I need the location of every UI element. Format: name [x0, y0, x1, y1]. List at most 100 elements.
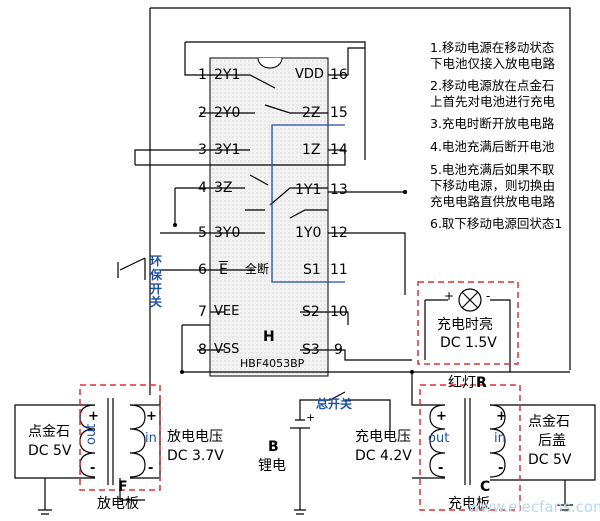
charge-lamp-label-1: 充电时亮	[437, 317, 493, 333]
chip-notch	[257, 57, 283, 69]
discharge-in-label: in	[145, 431, 157, 446]
discharge-board-letter: F	[118, 479, 128, 495]
charge-lamp-label-2: DC 1.5V	[440, 335, 497, 351]
lamp-circle	[458, 288, 482, 312]
note-2-line-2: 上首先对电池进行充电	[430, 94, 556, 109]
charge-board-label: 充电板	[448, 496, 490, 512]
pin-5-num: 5	[198, 225, 207, 241]
right-source-cover: 后盖	[538, 433, 566, 449]
pin-13-name: 1Y1	[295, 182, 322, 198]
battery-plus: +	[306, 411, 316, 424]
right-source-name: 点金石	[528, 414, 570, 430]
note-2-line-1: 2.移动电源放在点金石	[430, 78, 555, 93]
discharge-in-plus: +	[146, 409, 157, 424]
note-4: 4.电池充满后断开电池	[430, 139, 555, 154]
pin-4-name: 3Z	[214, 180, 233, 196]
pin-9-name: S3	[302, 342, 320, 358]
chip-letter: H	[263, 329, 275, 345]
discharge-in-minus: -	[148, 461, 154, 476]
note-6: 6.取下移动电源回状态1	[430, 216, 563, 231]
pin-11-num: 11	[330, 262, 348, 278]
charge-in-minus: -	[498, 461, 504, 476]
wire-pin16	[328, 47, 365, 76]
wire-top-inner	[185, 41, 366, 160]
main-switch-label: 总开关	[316, 397, 353, 411]
charge-out-minus: -	[438, 461, 444, 476]
chip-part-number: HBF4053BP	[240, 357, 305, 370]
blue-trace	[271, 124, 345, 283]
pin-3-num: 3	[198, 142, 207, 158]
pin-15-num: 15	[330, 105, 348, 121]
pin-6-name: E	[219, 262, 228, 278]
red-light-label: 红灯	[448, 375, 476, 391]
note-5-line-3: 充电电路直供放电电路	[430, 194, 556, 209]
pin-6-num: 6	[198, 262, 207, 278]
left-source-voltage: DC 5V	[28, 443, 72, 459]
pin-9-num: 9	[334, 342, 343, 358]
discharge-out-plus: +	[88, 409, 99, 424]
discharge-out-label: out	[84, 423, 99, 445]
wire-lamp	[425, 299, 511, 372]
chip-body	[209, 57, 329, 377]
battery-name: 锂电	[258, 458, 286, 474]
discharge-board-box	[79, 384, 161, 491]
lamp-plus: +	[444, 289, 455, 303]
wire-pin10	[328, 311, 349, 325]
pin-2-num: 2	[198, 105, 207, 121]
note-3: 3.充电时断开放电电路	[430, 116, 555, 131]
wire-pin3	[134, 149, 210, 165]
charge-in-coil	[489, 404, 506, 478]
wire-top-outer	[150, 7, 571, 370]
pin-13-num: 13	[330, 182, 348, 198]
eco-switch-label: 环保开关	[150, 254, 163, 310]
pin-10-num: 10	[330, 304, 348, 320]
pin-4-num: 4	[198, 180, 207, 196]
note-5-line-2: 下移动电源，则切换由	[430, 178, 556, 193]
charge-board-box	[419, 384, 521, 511]
discharge-voltage-2: DC 3.7V	[167, 448, 224, 464]
pin-16-name: VDD	[295, 67, 324, 82]
pin-15-name: 2Z	[302, 105, 321, 121]
pin-12-name: 1Y0	[295, 225, 322, 241]
wire-pin9	[328, 349, 412, 361]
pin-8-num: 8	[198, 342, 207, 358]
battery-letter: B	[268, 439, 279, 455]
battery	[290, 419, 310, 515]
wire-pin14	[135, 149, 346, 166]
wire-pin7	[181, 324, 210, 372]
pin-1-num: 1	[198, 67, 207, 83]
note-1-line-1: 1.移动电源在移动状态	[430, 40, 555, 55]
red-light-letter: R	[476, 375, 487, 391]
charge-lamp-box	[417, 281, 519, 365]
pin-7-name: VEE	[214, 304, 240, 319]
pin-1-name: 2Y1	[214, 67, 241, 83]
right-source-voltage: DC 5V	[528, 452, 572, 468]
charge-out-coil	[429, 404, 446, 478]
pin-11-name: S1	[303, 262, 321, 278]
eco-switch-symbol	[117, 257, 146, 280]
charge-out-plus: +	[436, 409, 447, 424]
charge-in-label: in	[494, 431, 506, 446]
wire-pin12	[328, 232, 406, 295]
watermark: www.elecfans.com	[468, 498, 600, 516]
charge-board-letter: C	[480, 479, 491, 495]
lamp-minus: -	[486, 289, 491, 303]
pin-10-name: S2	[302, 304, 320, 320]
pin-14-num: 14	[330, 142, 348, 158]
discharge-coil	[129, 404, 146, 478]
charge-voltage-2: DC 4.2V	[355, 448, 412, 464]
pin-3-name: 3Y1	[214, 142, 241, 158]
wire-pin1	[184, 42, 210, 76]
note-1-line-2: 下电池仅接入放电电路	[430, 56, 556, 71]
charge-in-plus: +	[496, 409, 507, 424]
pin-2-name: 2Y0	[214, 105, 241, 121]
charge-voltage-1: 充电电压	[355, 429, 411, 445]
discharge-out-minus: -	[90, 461, 96, 476]
pin-16-num: 16	[330, 67, 348, 83]
note-5-line-1: 5.电池充满后如果不取	[430, 162, 555, 177]
charge-out-label: out	[428, 431, 450, 446]
pin-12-num: 12	[330, 225, 348, 241]
left-source-name: 点金石	[28, 424, 70, 440]
